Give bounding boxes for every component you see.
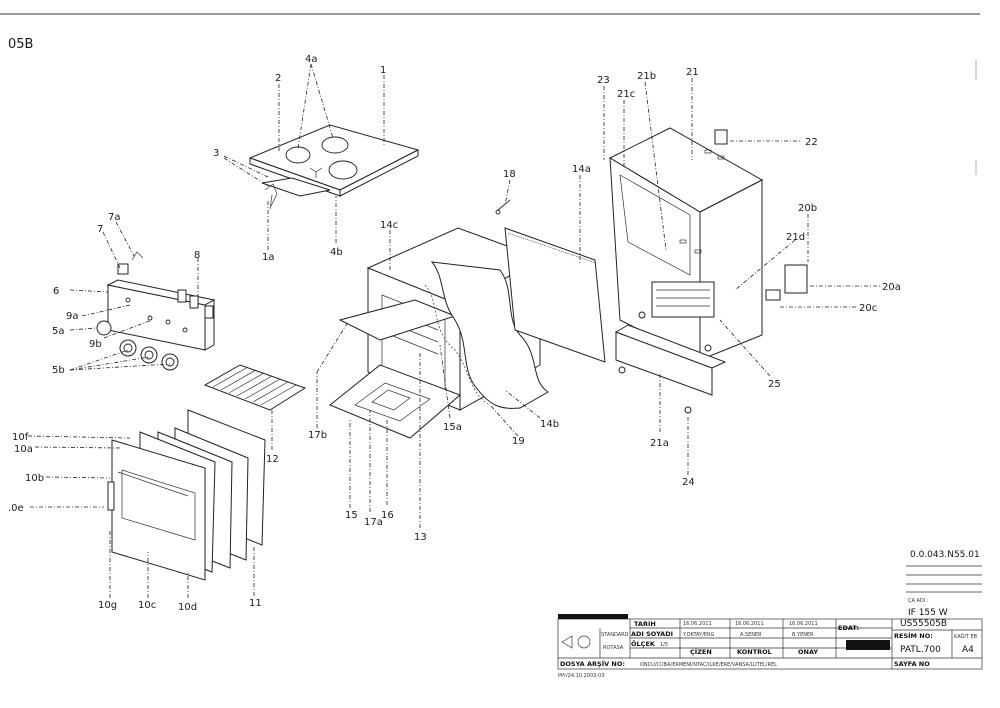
label-1a: 1a — [262, 252, 275, 263]
label-13: 13 — [414, 532, 427, 543]
label-14b: 14b — [540, 419, 559, 430]
label-14c: 14c — [380, 220, 398, 231]
model-code: US55505B — [900, 619, 947, 629]
sayfa-no-label: SAYFA NO — [894, 660, 930, 668]
label-10d: 10d — [178, 602, 197, 613]
name-1: Y.OKTAY/ERG — [682, 632, 715, 638]
bottom-element-part — [329, 364, 461, 439]
leader-lines — [27, 63, 880, 598]
label-20b: 20b — [798, 203, 817, 214]
label-23: 23 — [597, 75, 610, 86]
label-4a: 4a — [305, 54, 318, 65]
label-5b: 5b — [52, 365, 65, 376]
label-7: 7 — [97, 224, 103, 235]
drawing-code: 0.0.043.N55.01 — [910, 550, 980, 560]
label-10b: 10b — [25, 473, 44, 484]
label-21c: 21c — [617, 89, 635, 100]
dosya-value: ONCU/CUBA/ERMENI/NTAC/ILKE/ERE/VANSA/LUT… — [640, 662, 777, 668]
stamp-left: STANDARD — [601, 632, 629, 638]
label-15: 15 — [345, 510, 358, 521]
footer-note: PPr/24.10.2003-03 — [558, 673, 604, 679]
olcek-label: ÖLÇEK — [631, 639, 656, 648]
hob-top-part — [248, 124, 420, 210]
label-10e: .0e — [8, 503, 24, 514]
label-10a: 10a — [14, 444, 33, 455]
label-14a: 14a — [572, 164, 591, 175]
sheet-code: 05B — [8, 37, 33, 52]
label-17a: 17a — [364, 517, 383, 528]
label-11: 11 — [249, 598, 262, 609]
name-2: A.SENER — [740, 632, 762, 638]
title-block: TARIH 16.06.2011 16.06.2011 16.06.2011 E… — [557, 614, 983, 679]
name-3: B.YENER — [792, 632, 814, 638]
label-3: 3 — [213, 148, 219, 159]
cizen-label: ÇİZEN — [690, 647, 712, 656]
edat-label: EDAT: — [838, 624, 859, 632]
label-1: 1 — [380, 65, 386, 76]
label-5a: 5a — [52, 326, 65, 337]
label-24: 24 — [682, 477, 695, 488]
outer-casing-part — [495, 127, 808, 414]
label-4b: 4b — [330, 247, 343, 258]
label-22: 22 — [805, 137, 818, 148]
label-18: 18 — [503, 169, 516, 180]
label-21a: 21a — [650, 438, 669, 449]
label-7a: 7a — [108, 212, 121, 223]
olcek-value: 1/5 — [660, 642, 668, 648]
control-panel-part — [96, 251, 216, 371]
onay-label: ONAY — [798, 648, 818, 656]
kontrol-label: KONTROL — [737, 648, 772, 656]
resim-no-label: RESİM NO: — [894, 631, 933, 640]
label-9b: 9b — [89, 339, 102, 350]
label-10g: 10g — [98, 600, 117, 611]
date-3: 16.06.2011 — [789, 621, 818, 627]
label-21b: 21b — [637, 71, 656, 82]
date-1: 16.06.2011 — [683, 621, 712, 627]
side-info: 0.0.043.N55.01 ÇA ADI : IF 155 W US55505… — [900, 550, 982, 629]
name-label: ÇA ADI : — [908, 598, 929, 604]
company-logo-bar — [558, 614, 628, 619]
label-12: 12 — [266, 454, 279, 465]
label-10f: 10f — [12, 432, 29, 443]
label-9a: 9a — [66, 311, 79, 322]
adi-soyadi-label: ADI SOYADI — [631, 630, 673, 638]
label-10c: 10c — [138, 600, 156, 611]
date-2: 16.06.2011 — [735, 621, 764, 627]
label-21: 21 — [686, 67, 699, 78]
oven-rack-part — [203, 364, 307, 411]
dosya-label: DOSYA ARŞİV NO: — [560, 659, 625, 668]
redacted-signature — [846, 640, 890, 650]
label-6: 6 — [53, 286, 59, 297]
label-19: 19 — [512, 436, 525, 447]
part-labels: 1 2 3 4a 4b 1a 5a 5b 6 7 7a 8 9a 9b 10f … — [8, 54, 901, 613]
resim-no: PATL.700 — [900, 645, 941, 655]
kagit-value: A4 — [962, 645, 974, 655]
label-8: 8 — [194, 250, 200, 261]
model-name: IF 155 W — [908, 608, 948, 618]
oven-door-part — [107, 409, 266, 581]
label-17b: 17b — [308, 430, 327, 441]
label-25: 25 — [768, 379, 781, 390]
label-20a: 20a — [882, 282, 901, 293]
label-15a: 15a — [443, 422, 462, 433]
rear-panel-part — [504, 227, 606, 363]
label-16: 16 — [381, 510, 394, 521]
kagit-label: KAĞIT EB — [954, 633, 978, 640]
label-2: 2 — [275, 73, 281, 84]
label-21d: 21d — [786, 232, 805, 243]
label-20c: 20c — [859, 303, 877, 314]
stamp-left-2: ROTASA — [603, 645, 624, 651]
tarih-label: TARIH — [634, 620, 656, 628]
